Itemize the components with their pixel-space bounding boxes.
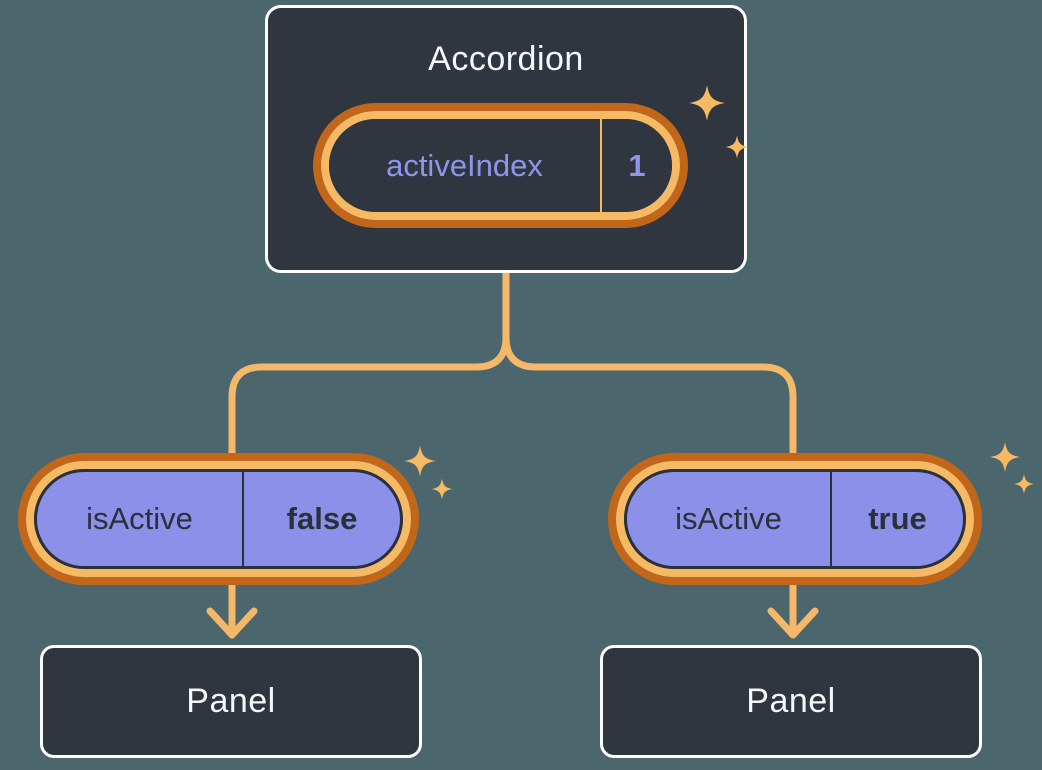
state-pill-body: activeIndex 1 [329,119,672,212]
prop-pill-body: isActive false [34,469,403,569]
state-value: 1 [628,147,646,183]
prop-name-label: isActive [675,501,782,536]
prop-name-label: isActive [86,501,193,536]
prop-value: false [286,501,358,536]
panel-node-left: Panel [40,645,422,758]
prop-value: true [868,501,927,536]
accordion-title: Accordion [428,40,584,78]
tree-edge-left [228,267,510,635]
panel-title: Panel [746,682,836,720]
tree-edge-right [502,267,797,635]
arrowhead-left-icon [206,607,258,639]
panel-title: Panel [186,682,276,720]
sparkle-icon [404,445,453,500]
pill-divider [600,119,602,212]
prop-pill-isactive-false: isActive false [26,461,411,577]
prop-pill-isactive-true: isActive true [616,461,974,577]
prop-pill-body: isActive true [624,469,966,569]
panel-node-right: Panel [600,645,982,758]
sparkle-icon [990,442,1034,494]
arrowhead-right-icon [767,607,819,639]
pill-divider [830,472,832,566]
state-name-label: activeIndex [386,147,543,183]
state-pill-activeindex: activeIndex 1 [321,111,680,220]
